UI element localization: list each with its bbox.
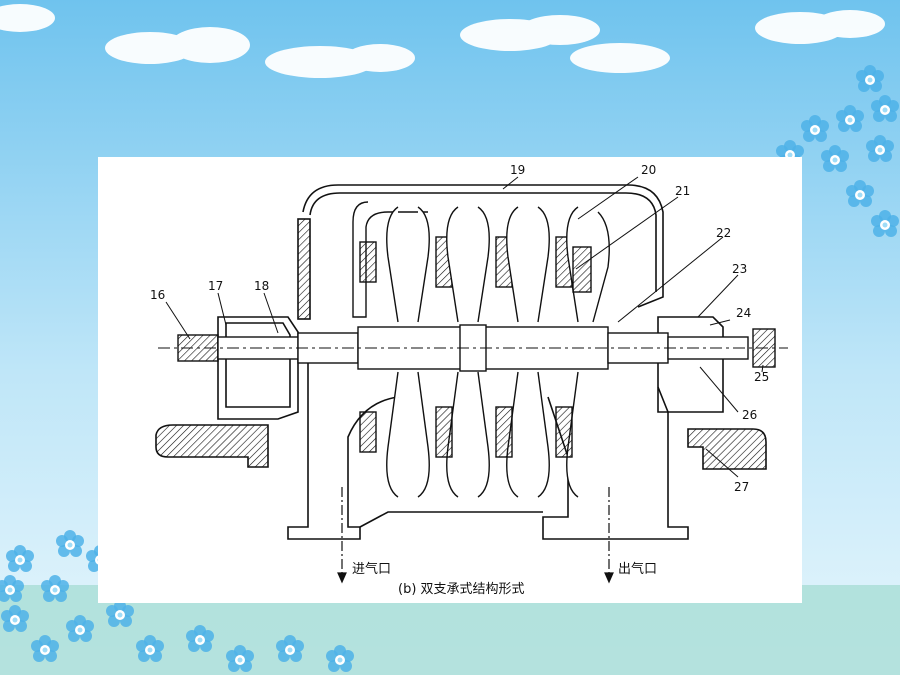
part-label-20: 20 — [641, 163, 656, 177]
part-label-21: 21 — [675, 184, 690, 198]
inlet-arrow-icon — [337, 572, 347, 584]
outlet-arrow-icon — [604, 572, 614, 584]
flow-lines — [337, 487, 614, 584]
figure-caption: (b) 双支承式结构形式 — [398, 582, 525, 597]
part-label-17: 17 — [208, 279, 223, 293]
part-label-19: 19 — [510, 163, 525, 177]
part-label-27: 27 — [734, 480, 749, 494]
casing — [155, 184, 767, 540]
rotor-shaft — [158, 324, 788, 372]
part-label-18: 18 — [254, 279, 269, 293]
impeller-stages-upper — [352, 201, 610, 323]
diagram-panel: 16 17 18 19 20 21 22 23 24 25 26 27 进气口 … — [98, 157, 802, 603]
part-label-16: 16 — [150, 288, 165, 302]
impeller-stages-lower — [359, 371, 579, 498]
inlet-label: 进气口 — [352, 561, 391, 577]
part-label-22: 22 — [716, 226, 731, 240]
compressor-cross-section: 16 17 18 19 20 21 22 23 24 25 26 27 进气口 … — [150, 163, 788, 597]
part-label-24: 24 — [736, 306, 751, 320]
leader-lines — [165, 176, 764, 478]
cloud-group — [0, 4, 885, 78]
part-label-23: 23 — [732, 262, 747, 276]
part-label-26: 26 — [742, 408, 757, 422]
part-label-25: 25 — [754, 370, 769, 384]
outlet-label: 出气口 — [618, 561, 657, 577]
